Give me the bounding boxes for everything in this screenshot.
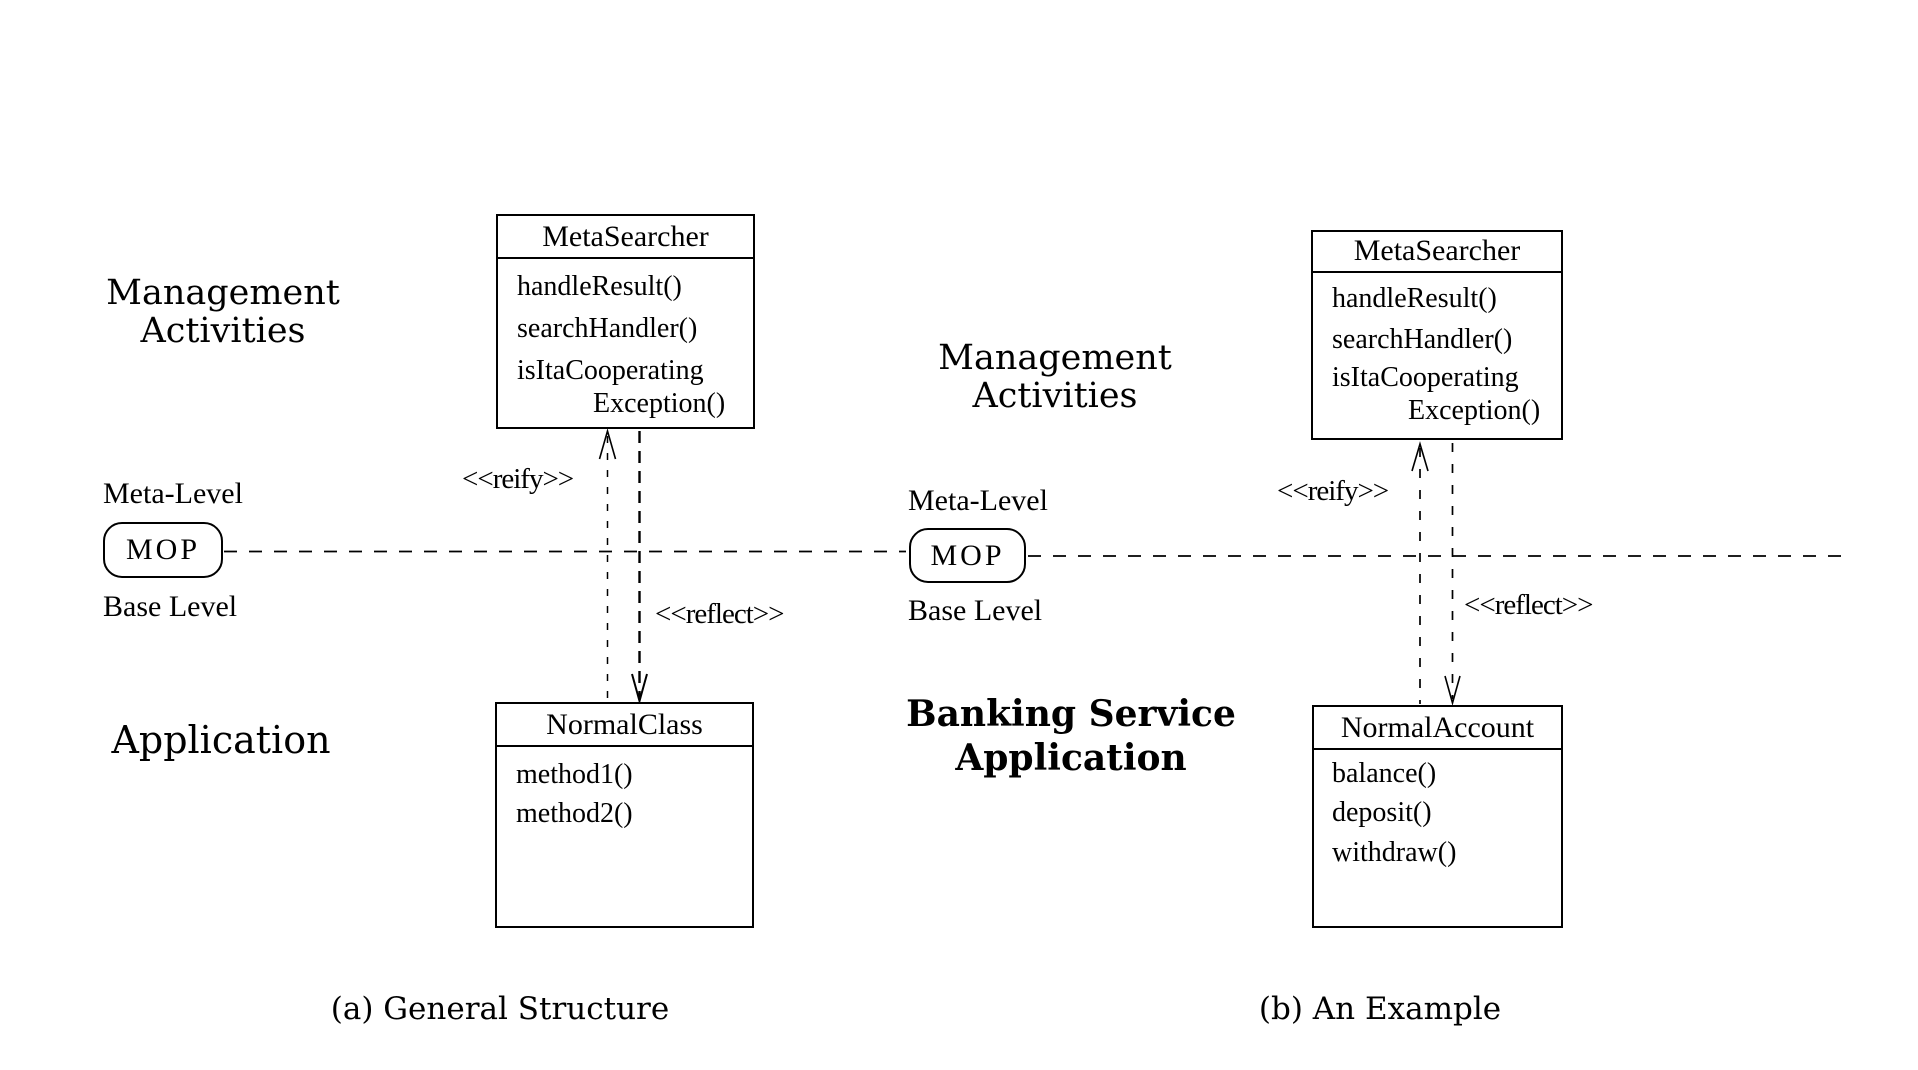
meta-class-box-a: MetaSearcher handleResult() searchHandle…	[496, 214, 755, 429]
application-label-line1: Banking Service	[906, 693, 1236, 735]
meta-level-label-a: Meta-Level	[103, 477, 243, 510]
class-title: NormalAccount	[1314, 707, 1561, 750]
method-line: isItaCooperating	[517, 355, 704, 386]
base-level-label-a: Base Level	[103, 590, 238, 623]
method-line: searchHandler()	[517, 313, 698, 344]
management-activities-label-b: Management Activities	[920, 339, 1190, 415]
reflect-stereotype-a: <<reflect>>	[655, 598, 784, 630]
reflect-stereotype-b: <<reflect>>	[1464, 589, 1593, 621]
mop-label: MOP	[125, 533, 201, 566]
reify-arrow-a	[598, 428, 617, 701]
management-activities-label-a: Management Activities	[88, 274, 358, 350]
method-line: method2()	[516, 798, 633, 829]
reify-arrow-b	[1411, 441, 1429, 704]
management-activities-line2: Activities	[972, 376, 1138, 416]
management-activities-line2: Activities	[140, 311, 306, 351]
reify-stereotype-b: <<reify>>	[1277, 475, 1389, 507]
method-line: searchHandler()	[1332, 324, 1513, 355]
base-class-box-b: NormalAccount balance() deposit() withdr…	[1312, 705, 1563, 928]
class-methods: handleResult() searchHandler() isItaCoop…	[498, 259, 753, 422]
reify-stereotype-a: <<reify>>	[462, 463, 574, 495]
class-methods: handleResult() searchHandler() isItaCoop…	[1313, 273, 1561, 429]
method-line: balance()	[1332, 758, 1437, 789]
base-level-label-b: Base Level	[908, 594, 1043, 627]
method-line: Exception()	[1408, 395, 1541, 426]
method-line: handleResult()	[517, 271, 682, 302]
method-line: handleResult()	[1332, 283, 1497, 314]
meta-class-box-b: MetaSearcher handleResult() searchHandle…	[1311, 230, 1563, 440]
method-line: isItaCooperating	[1332, 362, 1519, 393]
application-label-line1: Application	[111, 718, 331, 762]
management-activities-line1: Management	[938, 338, 1172, 378]
class-title: MetaSearcher	[1313, 232, 1561, 273]
caption-a: (a) General Structure	[330, 991, 670, 1027]
mop-node-b: MOP	[909, 528, 1026, 583]
method-line: withdraw()	[1332, 837, 1457, 868]
application-label-line2: Application	[955, 737, 1187, 779]
mop-node-a: MOP	[103, 522, 223, 578]
caption-b: (b) An Example	[1258, 991, 1502, 1027]
method-line: deposit()	[1332, 797, 1432, 828]
method-line: Exception()	[593, 388, 726, 419]
application-label-a: Application	[96, 721, 346, 759]
class-title: NormalClass	[497, 704, 752, 747]
mop-label: MOP	[930, 538, 1005, 572]
meta-level-label-b: Meta-Level	[908, 484, 1048, 517]
class-methods: method1() method2()	[497, 747, 752, 838]
application-label-b: Banking Service Application	[896, 692, 1246, 780]
reflect-arrow-b	[1444, 443, 1461, 706]
class-methods: balance() deposit() withdraw()	[1314, 750, 1561, 878]
reflect-arrow-a	[631, 431, 648, 705]
class-title: MetaSearcher	[498, 216, 753, 259]
method-line: method1()	[516, 759, 633, 790]
base-class-box-a: NormalClass method1() method2()	[495, 702, 754, 928]
management-activities-line1: Management	[106, 273, 340, 313]
